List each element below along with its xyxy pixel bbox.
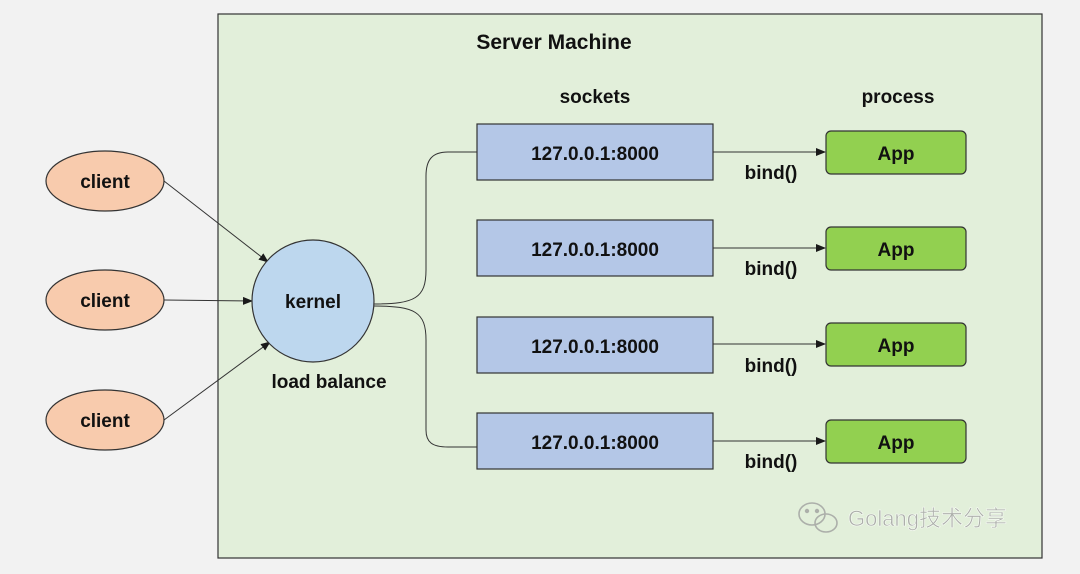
app-box — [825, 130, 967, 175]
client-label: client — [80, 411, 130, 432]
load-balance-caption: load balance — [271, 372, 386, 393]
bind-label: bind() — [745, 356, 798, 377]
app-label: App — [878, 144, 915, 165]
bind-label: bind() — [745, 452, 798, 473]
wechat-icon — [798, 502, 838, 533]
watermark: Golang技术分享 — [798, 502, 1007, 533]
bind-label: bind() — [745, 259, 798, 280]
client-label: client — [80, 172, 130, 193]
bind-label: bind() — [745, 163, 798, 184]
socket-address: 127.0.0.1:8000 — [531, 240, 659, 261]
diagram-title: Server Machine — [476, 31, 631, 54]
socket-row: 127.0.0.1:8000 bind() App — [476, 219, 967, 280]
socket-address: 127.0.0.1:8000 — [531, 337, 659, 358]
kernel-socket-connector — [373, 305, 477, 448]
socket-row: 127.0.0.1:8000 bind() App — [476, 123, 967, 184]
client-kernel-arrow — [163, 180, 269, 263]
app-label: App — [878, 240, 915, 261]
app-box — [825, 419, 967, 464]
client-label: client — [80, 291, 130, 312]
client-kernel-arrow — [163, 341, 271, 421]
client-kernel-arrow — [163, 296, 253, 305]
process-header: process — [862, 87, 935, 108]
kernel-node: kernel — [251, 239, 375, 363]
app-box — [825, 226, 967, 271]
app-label: App — [878, 336, 915, 357]
socket-address: 127.0.0.1:8000 — [531, 433, 659, 454]
socket-box — [476, 123, 714, 181]
kernel-socket-connector — [373, 151, 477, 305]
client-node: client — [45, 389, 165, 451]
watermark-text: Golang技术分享 — [848, 506, 1007, 531]
socket-row: 127.0.0.1:8000 bind() App — [476, 316, 967, 377]
app-box — [825, 322, 967, 367]
kernel-label: kernel — [285, 292, 341, 313]
socket-address: 127.0.0.1:8000 — [531, 144, 659, 165]
socket-row: 127.0.0.1:8000 bind() App — [476, 412, 967, 473]
client-node: client — [45, 150, 165, 212]
sockets-header: sockets — [560, 87, 631, 108]
app-label: App — [878, 433, 915, 454]
socket-box — [476, 219, 714, 277]
client-node: client — [45, 269, 165, 331]
socket-box — [476, 316, 714, 374]
